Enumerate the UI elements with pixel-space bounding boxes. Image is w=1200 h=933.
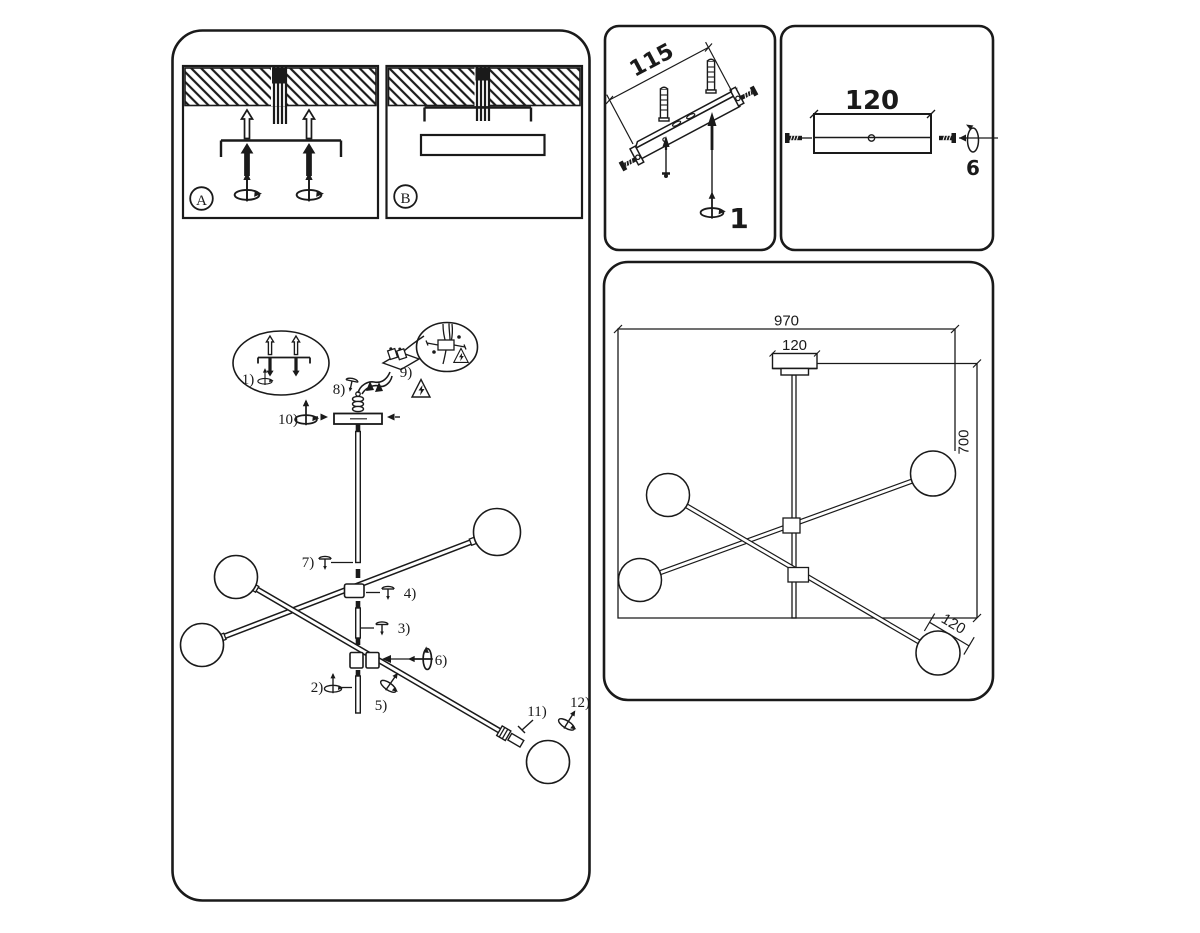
canopy-step-number: 6	[966, 156, 980, 180]
mounting-bracket-b	[423, 106, 533, 122]
step-label-10: 10)	[278, 412, 298, 428]
overall-height-dim: 700	[956, 429, 973, 454]
anchor-arrow-icon	[302, 109, 316, 140]
wiring-assembly: 8) 9)	[333, 335, 431, 413]
bulb-socket	[506, 732, 525, 749]
wiring-detail-bubble	[415, 321, 479, 373]
wall-anchor-icon	[705, 58, 717, 94]
canopy-panel: 120 6	[779, 24, 998, 252]
arm-connector	[787, 566, 810, 583]
screw-icon	[375, 621, 389, 637]
dimension-panel-border	[602, 260, 995, 702]
warning-icon	[411, 378, 431, 398]
globe	[645, 472, 691, 518]
step-label-9: 9)	[400, 365, 413, 381]
installation-panel: A B 1) 8)	[171, 29, 591, 902]
anchor-arrow-icon	[240, 109, 254, 140]
globe-upper-left	[213, 554, 259, 600]
screw-icon	[343, 376, 360, 394]
canopy-b	[419, 133, 546, 157]
screw-direction-arrow	[387, 413, 395, 421]
screw-arrow-icon	[302, 143, 316, 176]
option-a-label: A	[196, 193, 207, 209]
lower-arm-connector	[349, 651, 364, 669]
globe-lower-left	[179, 622, 225, 668]
rotate-icon	[966, 124, 980, 153]
rotate-icon	[323, 672, 345, 694]
rotate-icon	[295, 171, 325, 203]
bulb-pin-icon	[521, 719, 534, 731]
canopy-width-dim2: 120	[782, 337, 807, 354]
central-rod	[355, 424, 362, 714]
screw-icon	[381, 585, 395, 601]
globe	[617, 557, 663, 603]
exploded-assembly-diagram: 1) 8) 9)	[179, 321, 590, 785]
canopy-top-view	[771, 352, 818, 376]
bracket-width-dim: 115	[626, 39, 678, 83]
bracket-panel: 115 1	[603, 24, 777, 252]
option-b-badge	[393, 184, 418, 209]
warning-icon	[453, 347, 469, 363]
canopy-center-hole	[867, 134, 876, 142]
screw-icon	[318, 555, 332, 571]
ceiling-wires-b	[475, 67, 491, 121]
step-label-8: 8)	[333, 382, 346, 398]
screw-arrow-icon	[240, 143, 254, 176]
canopy-assembly: 10)	[278, 398, 400, 428]
canopy-front-view	[813, 113, 932, 154]
mounting-bracket-3d	[628, 86, 745, 166]
step-label-11: 11)	[527, 704, 546, 720]
dimension-700: 700	[817, 359, 982, 623]
rotate-icon	[699, 190, 727, 220]
step1-bubble: 1)	[232, 330, 330, 396]
screw-icon	[707, 112, 717, 196]
canopy-width-dim: 120	[845, 86, 899, 116]
globe-lower-right	[525, 739, 571, 785]
globe-upper-right	[472, 507, 522, 557]
upper-arm-connector	[343, 583, 365, 599]
step-label-1: 1)	[242, 372, 255, 388]
ceiling-wires-a	[272, 67, 288, 124]
option-a-badge	[189, 186, 214, 211]
bracket-panel-border	[603, 24, 777, 252]
step-label-4: 4)	[404, 586, 417, 602]
lower-arm-connector	[365, 651, 380, 669]
rotate-icon	[294, 398, 321, 427]
overall-width-dim: 970	[774, 313, 799, 330]
step-label-3: 3)	[398, 621, 411, 637]
rotate-icon	[233, 171, 263, 203]
step-label-6: 6)	[435, 653, 448, 669]
mounting-option-b-diagram: B	[385, 64, 584, 220]
screw-direction-arrow	[320, 413, 328, 421]
option-b-label: B	[400, 191, 410, 207]
step-label-5: 5)	[375, 698, 388, 714]
step-label-2: 2)	[311, 680, 324, 696]
globe	[915, 630, 961, 676]
arm-connector	[782, 517, 801, 534]
installation-panel-border	[171, 29, 591, 902]
rotate-icon	[407, 645, 434, 671]
left-screw	[784, 132, 812, 144]
mounting-bracket-a	[219, 139, 343, 157]
mounting-option-a-diagram: A	[181, 64, 380, 220]
dimension-panel: 970 120 700 120	[602, 260, 995, 702]
wall-anchor-icon	[658, 86, 670, 122]
step-label-12: 12)	[570, 695, 590, 711]
globe	[909, 450, 957, 497]
screw-direction-arrow	[382, 655, 391, 663]
step-label-7: 7)	[302, 555, 315, 571]
bracket-step-number: 1	[729, 202, 748, 235]
